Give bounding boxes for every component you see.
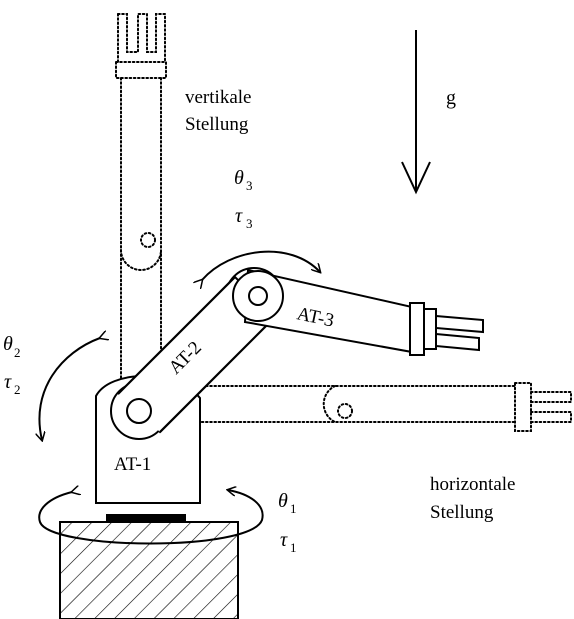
- joint1-torque-symbol: τ: [280, 529, 288, 551]
- joint1-angle-index: 1: [290, 501, 297, 516]
- vertical-position-label-line2: Stellung: [185, 114, 249, 135]
- joint3-rotation-arrow: [202, 250, 320, 280]
- joint2-torque-index: 2: [14, 382, 21, 397]
- joint3-angle-symbol: θ: [234, 167, 244, 189]
- joint2-rotation-arrow: [39, 338, 100, 440]
- joint3-torque-index: 3: [246, 216, 253, 231]
- joint1-torque-index: 1: [290, 540, 297, 555]
- gravity-arrowhead: [401, 161, 431, 195]
- link-label-at1: AT-1: [114, 454, 151, 475]
- horizontal-position-label-line2: Stellung: [430, 502, 494, 523]
- ground-block: [59, 521, 239, 619]
- vertical-position-label-line1: vertikale: [185, 87, 251, 108]
- joint1-angle-symbol: θ: [278, 490, 288, 512]
- gravity-label: g: [446, 87, 456, 109]
- horizontal-arm-ghost: [184, 382, 572, 432]
- joint1-rotation-arrow: [38, 490, 264, 545]
- arm-link-at3: [232, 268, 484, 356]
- joint2-angle-symbol: θ: [3, 333, 13, 355]
- vertical-arm-ghost: [115, 13, 167, 381]
- base-plate: [106, 514, 186, 522]
- joint2-angle-index: 2: [14, 345, 21, 360]
- arm-link-at2: [110, 267, 283, 440]
- joint3-angle-index: 3: [246, 178, 253, 193]
- joint3-torque-symbol: τ: [235, 205, 243, 227]
- joint2-torque-symbol: τ: [4, 371, 12, 393]
- horizontal-position-label-line1: horizontale: [430, 474, 515, 495]
